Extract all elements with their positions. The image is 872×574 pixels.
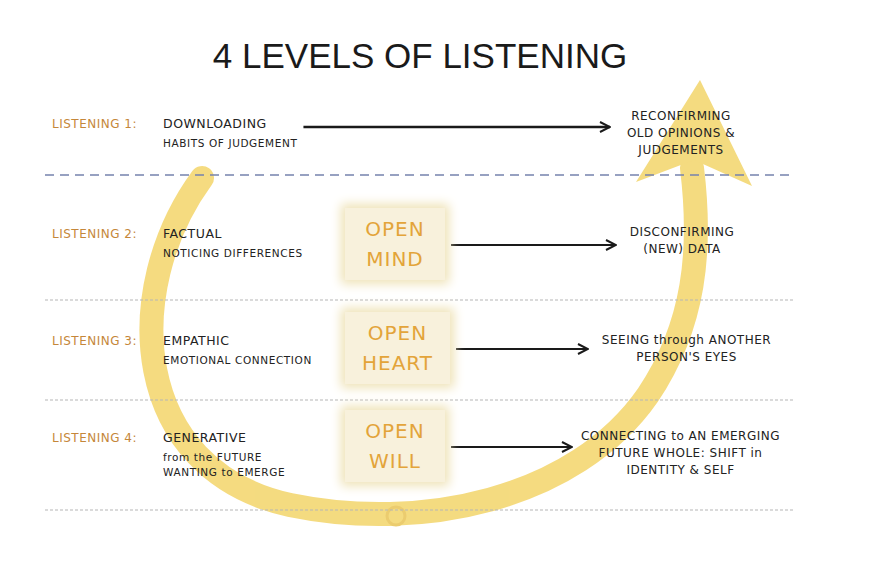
- level-number: LISTENING 4:: [52, 430, 163, 446]
- outcome-text: SEEING through ANOTHER PERSON'S EYES: [594, 332, 779, 366]
- arrow-connector: [451, 446, 572, 448]
- level-label-group: LISTENING 1:DOWNLOADING HABITS OF JUDGEME…: [52, 116, 297, 151]
- level-name: FACTUAL: [163, 226, 303, 242]
- open-box: OPEN WILL: [345, 410, 445, 482]
- level-description: from the FUTURE WANTING to EMERGE: [163, 450, 293, 480]
- arrow-connector: [456, 348, 588, 350]
- level-name: DOWNLOADING: [163, 116, 297, 132]
- arrow-connector: [303, 126, 610, 129]
- row-divider: [45, 400, 795, 401]
- outcome-text: DISCONFIRMING (NEW) DATA: [622, 224, 742, 258]
- divider-dashed: [45, 174, 795, 176]
- open-box: OPEN MIND: [345, 208, 445, 280]
- outcome-label: SEEING through ANOTHER PERSON'S EYES: [594, 332, 779, 366]
- level-label-group: LISTENING 2:FACTUAL NOTICING DIFFERENCES: [52, 226, 303, 261]
- outcome-text: CONNECTING to AN EMERGING FUTURE WHOLE: …: [578, 428, 783, 479]
- open-box: OPEN HEART: [345, 312, 450, 384]
- row-divider: [45, 300, 795, 301]
- level-name: GENERATIVE: [163, 430, 293, 446]
- box-label: OPEN WILL: [359, 416, 431, 476]
- level-label-group: LISTENING 3:EMPATHIC EMOTIONAL CONNECTION: [52, 333, 312, 368]
- box-label: OPEN HEART: [359, 318, 436, 378]
- outcome-label: CONNECTING to AN EMERGING FUTURE WHOLE: …: [578, 428, 783, 479]
- outcome-label: DISCONFIRMING (NEW) DATA: [622, 224, 742, 258]
- arrow-connector: [451, 244, 616, 246]
- level-number: LISTENING 2:: [52, 226, 163, 242]
- level-number: LISTENING 3:: [52, 333, 163, 349]
- level-name: EMPATHIC: [163, 333, 312, 349]
- level-description: EMOTIONAL CONNECTION: [163, 353, 312, 368]
- level-description: HABITS OF JUDGEMENT: [163, 136, 297, 151]
- level-label-group: LISTENING 4:GENERATIVE from the FUTURE WA…: [52, 430, 293, 480]
- outcome-label: RECONFIRMING OLD OPINIONS & JUDGEMENTS: [616, 108, 746, 159]
- box-label: OPEN MIND: [359, 214, 431, 274]
- outcome-text: RECONFIRMING OLD OPINIONS & JUDGEMENTS: [616, 108, 746, 159]
- level-number: LISTENING 1:: [52, 116, 163, 132]
- diagram-title: 4 LEVELS OF LISTENING: [0, 36, 840, 76]
- row-divider: [45, 510, 795, 511]
- level-description: NOTICING DIFFERENCES: [163, 246, 303, 261]
